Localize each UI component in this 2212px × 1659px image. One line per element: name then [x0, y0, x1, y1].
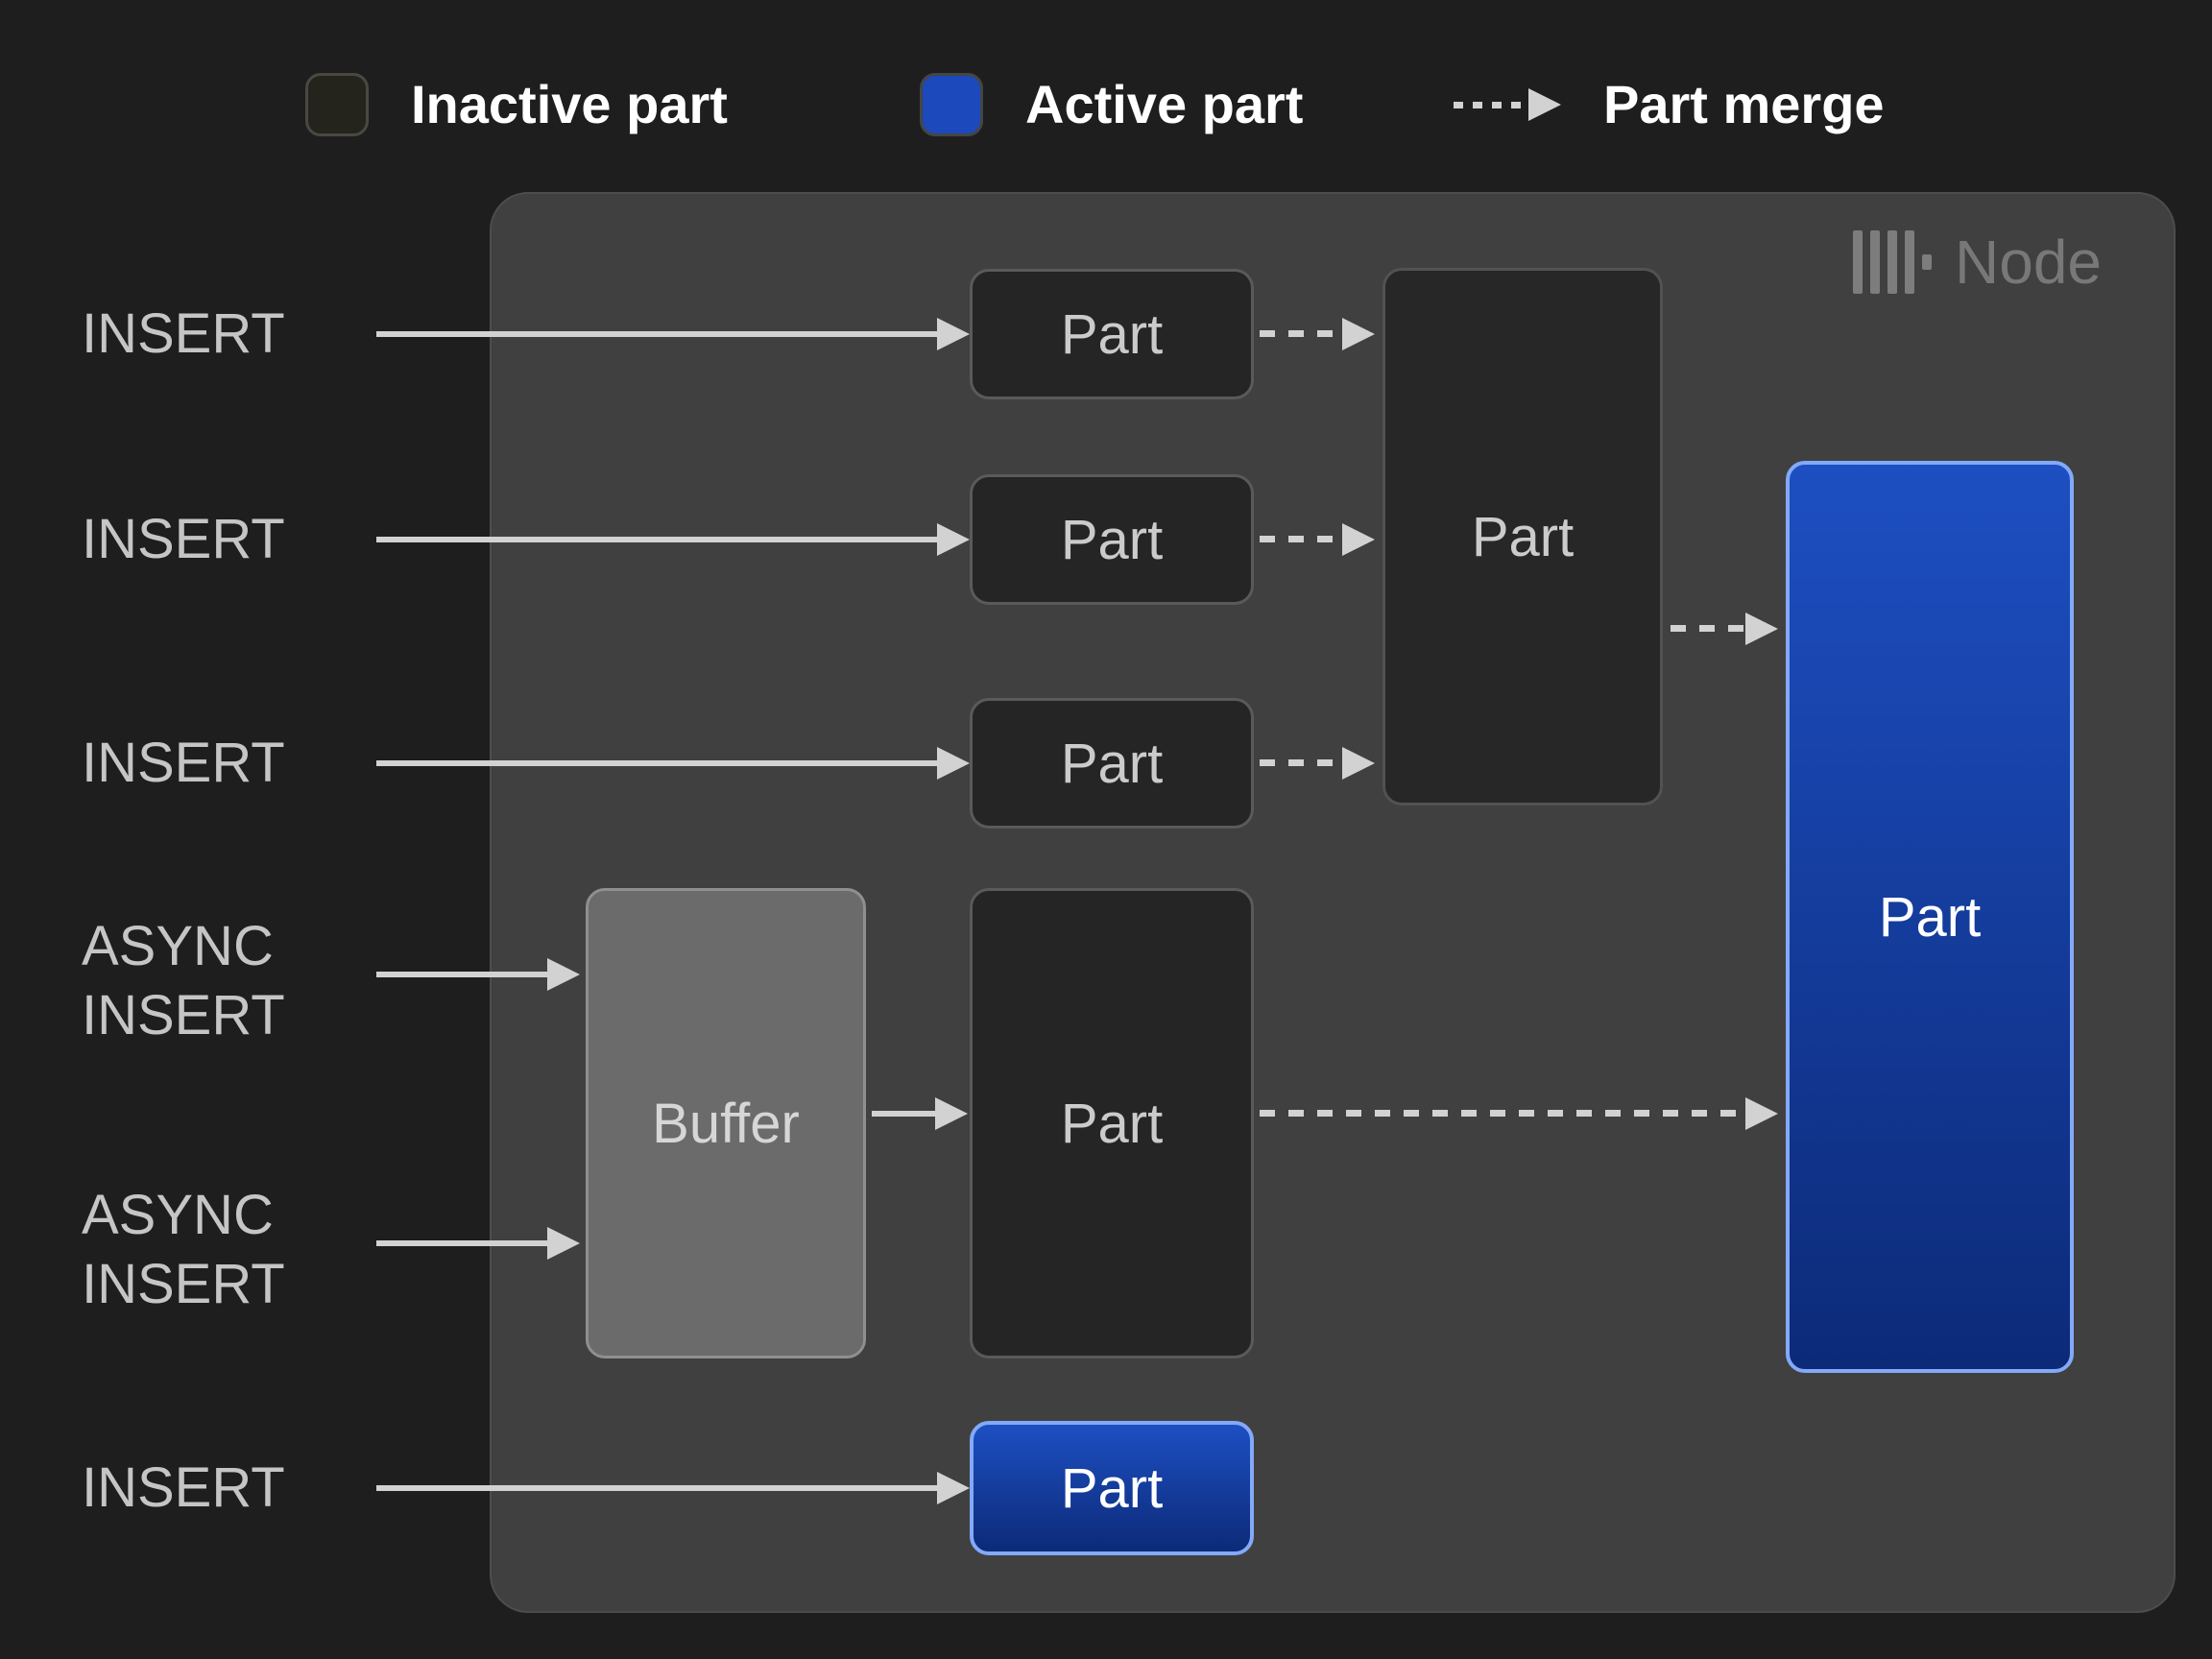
arrow-dash: [1260, 536, 1334, 542]
arrow-line: [376, 537, 939, 542]
arrow-head: [937, 318, 970, 350]
async-insert-label-1: ASYNC INSERT: [82, 915, 285, 1046]
part-box-label: Part: [1060, 732, 1164, 795]
part-box-label: Part: [1060, 508, 1164, 571]
part-box-label: Part: [1060, 1456, 1164, 1520]
arrow-head: [1342, 318, 1375, 350]
legend-label-active: Active part: [1025, 74, 1304, 134]
arrow-head: [1342, 747, 1375, 780]
inactive-part-swatch: [305, 73, 369, 136]
arrow-head: [937, 747, 970, 780]
arrow-head: [1745, 613, 1778, 645]
active-part-swatch: [920, 73, 983, 136]
new-active-part-box: Part: [970, 1421, 1254, 1555]
logo-bar-short: [1922, 254, 1932, 270]
legend-label-inactive: Inactive part: [411, 74, 728, 134]
arrow-line: [376, 331, 939, 337]
logo-bar: [1905, 230, 1914, 294]
logo-bar: [1853, 230, 1863, 294]
insert-label-4: INSERT: [82, 1456, 285, 1519]
merged-part-box: Part: [1382, 268, 1663, 805]
buffered-part-box: Part: [970, 888, 1254, 1358]
arrow-line: [376, 1240, 549, 1246]
insert-label-3: INSERT: [82, 732, 285, 794]
arrow-head: [935, 1097, 968, 1130]
arrow-head: [1745, 1097, 1778, 1130]
part-box-1: Part: [970, 269, 1254, 399]
buffer-box-label: Buffer: [652, 1092, 800, 1155]
arrow-dash: [1260, 1110, 1745, 1117]
clickhouse-logo-icon: [1853, 230, 1934, 294]
part-box-2: Part: [970, 474, 1254, 605]
part-box-label: Part: [1471, 505, 1575, 568]
arrow-line: [376, 972, 549, 977]
part-box-label: Part: [1878, 885, 1982, 949]
part-box-3: Part: [970, 698, 1254, 829]
arrow-dash: [1260, 759, 1334, 766]
active-part-box: Part: [1786, 461, 2074, 1373]
arrow-head: [937, 523, 970, 556]
arrow-head: [937, 1472, 970, 1504]
part-box-label: Part: [1060, 302, 1164, 366]
buffer-box: Buffer: [586, 888, 866, 1358]
arrow-line: [872, 1111, 937, 1117]
arrow-line: [376, 1485, 939, 1491]
async-insert-label-2: ASYNC INSERT: [82, 1184, 285, 1315]
arrow-head: [1528, 88, 1561, 121]
insert-label-2: INSERT: [82, 508, 285, 570]
legend-label-merge: Part merge: [1603, 74, 1885, 134]
logo-bar: [1887, 230, 1897, 294]
arrow-head: [547, 958, 580, 991]
arrow-dash: [1671, 625, 1770, 632]
arrow-head: [547, 1227, 580, 1260]
logo-bar: [1870, 230, 1880, 294]
arrow-line: [376, 760, 939, 766]
part-box-label: Part: [1060, 1092, 1164, 1155]
arrow-dash: [1260, 330, 1334, 337]
node-title: Node: [1955, 228, 2102, 297]
arrow-dash: [1454, 102, 1530, 108]
insert-label-1: INSERT: [82, 302, 285, 365]
arrow-head: [1342, 523, 1375, 556]
